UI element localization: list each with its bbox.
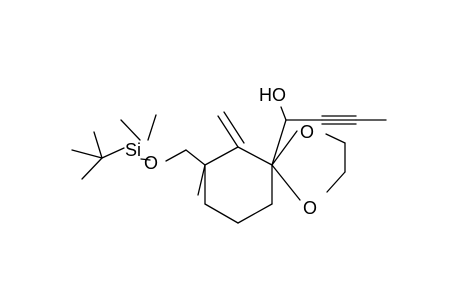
bond-methylene-2 xyxy=(223,111,245,144)
bond-carbinol-to-oh xyxy=(280,106,287,121)
bond-tbu-methyl-left xyxy=(71,149,103,159)
bond-ch2-to-oxygen xyxy=(165,149,187,162)
bond-si-methyl-right xyxy=(147,114,157,141)
bond-methylene-1 xyxy=(217,115,239,148)
bond-tbu-methyl-down xyxy=(81,157,103,180)
bond-tbu-methyl-up xyxy=(93,131,103,159)
bond-ring-to-carbinol xyxy=(271,119,287,166)
bond-o-top-to-ch2 xyxy=(325,133,346,144)
bond-o-to-si xyxy=(140,158,151,161)
butynol-side-chain xyxy=(271,106,387,166)
silicon-label: Si xyxy=(125,140,141,160)
bond-o-bottom-to-spiro xyxy=(271,164,301,201)
bond-si-methyl-left xyxy=(120,119,141,141)
tbs-group xyxy=(71,114,157,180)
bond-ring-c3-c4 xyxy=(237,203,273,224)
bond-ch2-to-o-bottom xyxy=(326,171,346,193)
bond-ring-c6-c1 xyxy=(204,146,239,166)
bond-ring-c4-c5 xyxy=(204,203,239,224)
dioxolane-ring xyxy=(271,130,346,201)
bond-spiro-to-o-top xyxy=(271,130,298,166)
cyclohexane-ring xyxy=(204,146,273,224)
bond-ch2-to-ring xyxy=(185,149,206,166)
hydroxyl-label: HO xyxy=(259,85,286,105)
bond-si-to-tbu xyxy=(101,147,125,159)
dioxolane-oxygen-top-label: O xyxy=(300,122,314,142)
bond-methyl xyxy=(197,164,206,196)
dioxolane-oxygen-bottom-label: O xyxy=(303,198,317,218)
ether-oxygen-label: O xyxy=(144,153,158,173)
methylene-double-bond xyxy=(217,111,245,148)
bond-ring-c1-c2 xyxy=(237,146,273,166)
